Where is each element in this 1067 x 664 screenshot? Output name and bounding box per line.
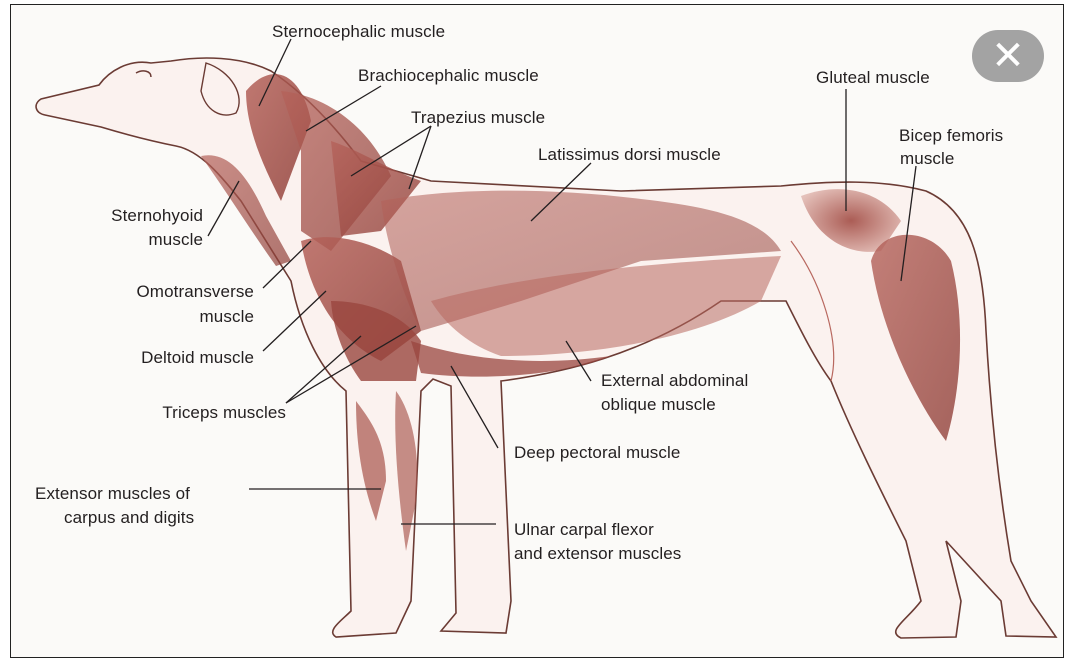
label-external-abdominal-1: External abdominal: [601, 368, 748, 393]
label-gluteal: Gluteal muscle: [816, 65, 930, 90]
label-extensor-2: carpus and digits: [64, 505, 194, 530]
label-bicep-femoris-2: muscle: [900, 146, 954, 171]
label-sternohyoid-2: muscle: [71, 227, 203, 252]
label-triceps: Triceps muscles: [81, 400, 286, 425]
label-ulnar-carpal-1: Ulnar carpal flexor: [514, 517, 654, 542]
label-ulnar-carpal-2: and extensor muscles: [514, 541, 681, 566]
label-bicep-femoris-1: Bicep femoris: [899, 123, 1003, 148]
label-sternocephalic: Sternocephalic muscle: [272, 19, 445, 44]
diagram-frame: Sternocephalic muscle Brachiocephalic mu…: [10, 4, 1064, 658]
label-omotransverse-2: muscle: [81, 304, 254, 329]
label-deltoid: Deltoid muscle: [81, 345, 254, 370]
label-extensor-1: Extensor muscles of: [35, 481, 190, 506]
label-sternohyoid-1: Sternohyoid: [71, 203, 203, 228]
label-latissimus-dorsi: Latissimus dorsi muscle: [538, 142, 721, 167]
label-brachiocephalic: Brachiocephalic muscle: [358, 63, 539, 88]
close-icon[interactable]: ✕: [991, 36, 1025, 76]
label-trapezius: Trapezius muscle: [411, 105, 545, 130]
label-omotransverse-1: Omotransverse: [81, 279, 254, 304]
label-deep-pectoral: Deep pectoral muscle: [514, 440, 680, 465]
label-external-abdominal-2: oblique muscle: [601, 392, 716, 417]
close-button[interactable]: ✕: [972, 30, 1044, 82]
